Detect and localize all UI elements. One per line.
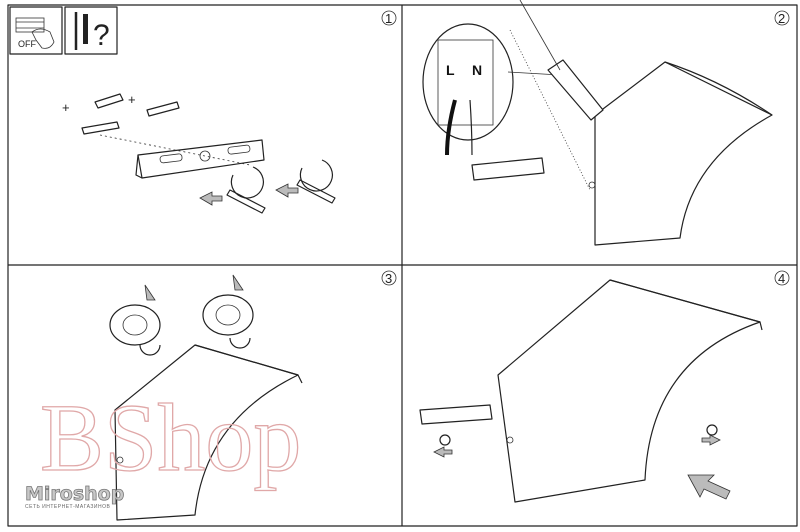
bshop-watermark: BShop — [40, 384, 301, 491]
svg-text:4: 4 — [778, 271, 785, 286]
screw — [706, 424, 718, 436]
bulb — [202, 294, 254, 336]
screw-and-dowel-icon: ? — [64, 6, 118, 55]
step-2-illustration: L N — [422, 0, 773, 246]
question-mark: ? — [93, 19, 110, 52]
off-label: OFF — [18, 39, 36, 49]
svg-text:3: 3 — [385, 271, 392, 286]
push-arrow-icon — [433, 446, 453, 458]
push-arrow-icon — [701, 434, 721, 446]
wall-dowel — [81, 121, 120, 135]
step-3-illustration — [109, 274, 303, 521]
step-4-illustration — [419, 279, 763, 503]
neutral-terminal-label: N — [472, 62, 482, 78]
step-3-number: 3 — [381, 270, 397, 286]
terminal-block — [547, 59, 604, 121]
screw — [226, 189, 266, 214]
wall-dowel — [94, 93, 124, 109]
svg-text:2: 2 — [778, 11, 785, 26]
step-1-illustration: + + — [62, 92, 336, 214]
push-arrow-icon — [275, 183, 299, 198]
step-2-number: 2 — [774, 10, 790, 26]
down-arrow-icon — [144, 284, 156, 301]
live-wire — [445, 99, 457, 156]
wall-dowel — [146, 101, 180, 117]
svg-text:1: 1 — [385, 11, 392, 26]
lamp-body — [594, 61, 773, 246]
step-1-number: 1 — [381, 10, 397, 26]
miroshop-logo: Miroshop — [25, 483, 124, 505]
rotate-arrow-icon — [299, 159, 333, 192]
rotate-arrow-icon — [139, 344, 161, 356]
mounting-bracket — [471, 157, 545, 181]
screw — [439, 434, 451, 446]
rotate-arrow-icon — [229, 337, 251, 349]
mounting-bracket — [419, 404, 493, 425]
push-arrow-icon — [199, 191, 223, 206]
svg-text:+: + — [62, 100, 70, 115]
neutral-wire — [469, 99, 473, 156]
bulb — [109, 304, 161, 346]
attach-arrow-icon — [687, 474, 731, 500]
lamp-body — [497, 279, 761, 503]
live-terminal-label: L — [446, 62, 455, 78]
power-off-icon: OFF — [9, 6, 63, 55]
svg-text:+: + — [128, 92, 136, 107]
step-4-number: 4 — [774, 270, 790, 286]
rotate-arrow-icon — [230, 166, 264, 199]
terminal-magnifier — [422, 23, 514, 141]
down-arrow-icon — [232, 274, 244, 291]
lamp-body — [114, 344, 299, 521]
miroshop-tagline: СЕТЬ ИНТЕРНЕТ-МАГАЗИНОВ — [25, 504, 111, 510]
